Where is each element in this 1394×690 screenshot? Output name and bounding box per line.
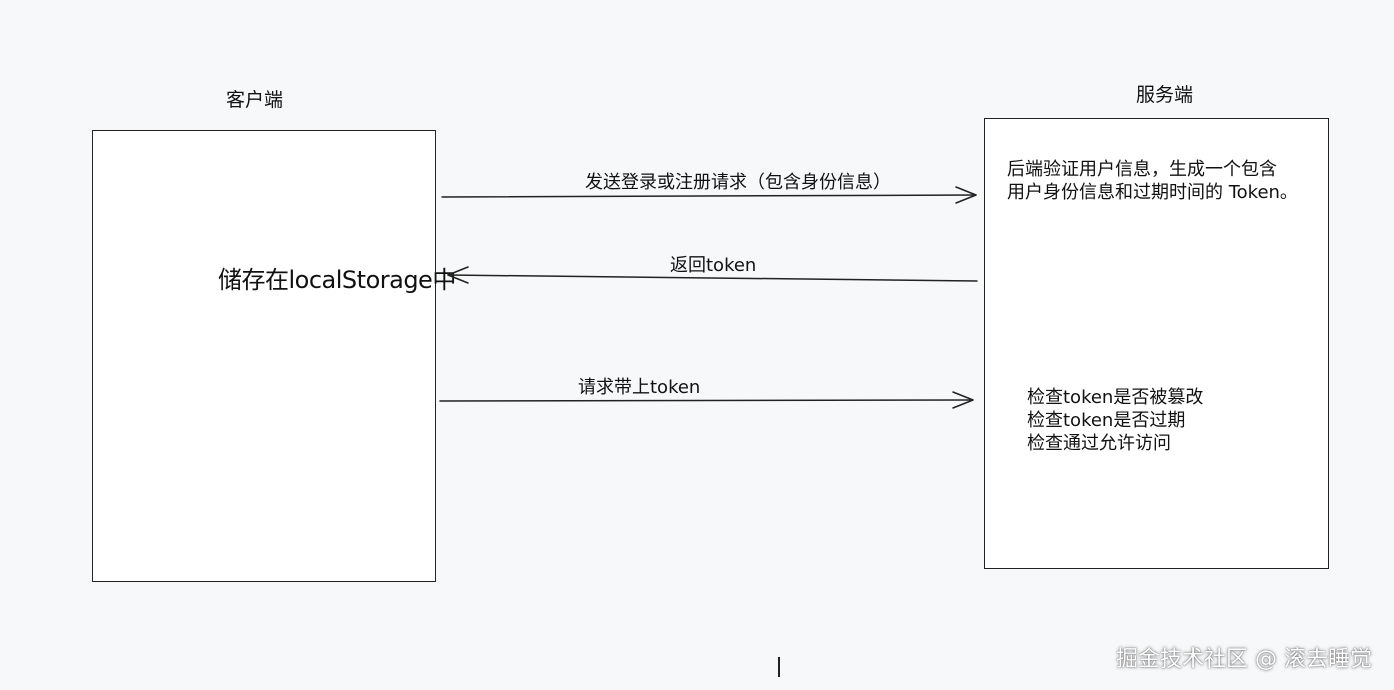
server-description-line: 后端验证用户信息，生成一个包含	[1007, 159, 1277, 180]
server-description-line: 用户身份信息和过期时间的 Token。	[1007, 182, 1298, 203]
arrow-request-with-token	[439, 391, 974, 409]
text-cursor	[778, 657, 780, 677]
server-check-item: 检查token是否被篡改	[1027, 387, 1204, 408]
arrow-return-token	[447, 266, 978, 284]
server-check-item: 检查token是否过期	[1027, 410, 1186, 431]
client-box	[92, 130, 436, 582]
server-title: 服务端	[1136, 84, 1194, 106]
server-description: 后端验证用户信息，生成一个包含 用户身份信息和过期时间的 Token。	[1007, 158, 1298, 204]
arrow-login-request	[441, 186, 977, 204]
server-check-item: 检查通过允许访问	[1027, 433, 1171, 454]
arrow-label-request-with-token: 请求带上token	[578, 377, 701, 398]
client-title: 客户端	[226, 89, 284, 111]
server-box	[984, 118, 1329, 569]
arrow-label-return-token: 返回token	[670, 255, 757, 276]
arrow-label-login-request: 发送登录或注册请求（包含身份信息）	[585, 172, 891, 193]
watermark: 掘金技术社区 @ 滚去睡觉	[1116, 647, 1372, 672]
server-check-list: 检查token是否被篡改 检查token是否过期 检查通过允许访问	[1027, 386, 1203, 455]
client-storage-note: 储存在localStorage中	[218, 266, 456, 294]
